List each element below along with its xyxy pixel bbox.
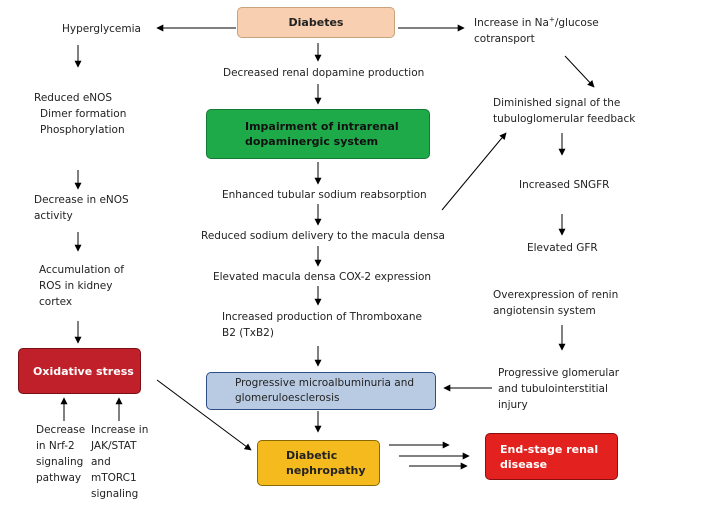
ros-line1: Accumulation of (39, 264, 125, 276)
nrf2-line4: pathway (36, 472, 82, 484)
diabetes-label: Diabetes (288, 16, 344, 29)
signal-line2: tubuloglomerular feedback (493, 113, 636, 125)
jak-line2: JAK/STAT (91, 440, 137, 452)
signal-line1: Diminished signal of the (493, 97, 621, 109)
micro-line2: glomeruloesclerosis (235, 392, 340, 404)
sngfr-text: Increased SNGFR (519, 179, 610, 191)
progressive-line2: and tubulointerstitial (498, 383, 608, 395)
jak-line4: mTORC1 (91, 472, 137, 484)
arrow-na-signal (564, 55, 595, 88)
diabetic-nephropathy-box: Diabetic nephropathy (257, 440, 380, 486)
hyperglycemia-text: Hyperglycemia (62, 23, 141, 35)
end-stage-renal-disease-box: End-stage renal disease (485, 433, 618, 480)
enos-activity-line1: Decrease in eNOS (34, 194, 129, 206)
jak-line3: and (91, 456, 111, 468)
arrow-sodium-signal (441, 132, 507, 211)
esrd-line1: End-stage renal (500, 442, 599, 456)
enos-line1: Reduced eNOS (34, 92, 113, 104)
ros-line3: cortex (39, 296, 73, 308)
enos-activity-line2: activity (34, 210, 73, 222)
renin-line2: angiotensin system (493, 305, 596, 317)
jak-line1: Increase in (91, 424, 149, 436)
nephropathy-line2: nephropathy (286, 464, 366, 477)
micro-line1: Progressive microalbuminuria and (235, 377, 415, 389)
txb2-line2: B2 (TxB2) (222, 327, 274, 339)
progressive-line1: Progressive glomerular (498, 367, 620, 379)
nrf2-line2: in Nrf-2 (36, 440, 75, 452)
impairment-line1: Impairment of intrarenal (245, 120, 399, 133)
sodium-reabsorption-text: Enhanced tubular sodium reabsorption (222, 189, 427, 201)
nrf2-line3: signaling (36, 456, 84, 468)
na-glucose-line1: Increase in Na+/glucose (474, 15, 599, 31)
enos-line3: Phosphorylation (40, 124, 125, 136)
nephropathy-line1: Diabetic (286, 449, 338, 462)
gfr-text: Elevated GFR (527, 242, 598, 254)
jak-line5: signaling (91, 488, 139, 500)
na-text: Increase in Na (474, 17, 549, 29)
arrow-oxidative-nephropathy (156, 379, 252, 451)
progressive-line3: injury (498, 399, 528, 411)
cox2-text: Elevated macula densa COX-2 expression (213, 271, 432, 283)
na-glucose-line2: cotransport (474, 33, 535, 45)
ros-line2: ROS in kidney (39, 280, 113, 292)
impairment-box: Impairment of intrarenal dopaminergic sy… (206, 109, 430, 159)
dopamine-text: Decreased renal dopamine production (223, 67, 425, 79)
sodium-delivery-text: Reduced sodium delivery to the macula de… (201, 230, 445, 242)
esrd-line2: disease (500, 457, 548, 471)
oxidative-stress-box: Oxidative stress (18, 348, 141, 394)
oxidative-stress-label: Oxidative stress (33, 364, 134, 378)
nrf2-line1: Decrease (36, 424, 86, 436)
impairment-line2: dopaminergic system (245, 135, 379, 148)
txb2-line1: Increased production of Thromboxane (222, 311, 422, 323)
diabetes-box: Diabetes (237, 7, 395, 38)
glucose-text: /glucose (554, 17, 599, 29)
enos-line2: Dimer formation (40, 108, 127, 120)
renin-line1: Overexpression of renin (493, 289, 619, 301)
microalbuminuria-box: Progressive microalbuminuria and glomeru… (206, 372, 436, 410)
na-superscript: + (548, 15, 555, 24)
